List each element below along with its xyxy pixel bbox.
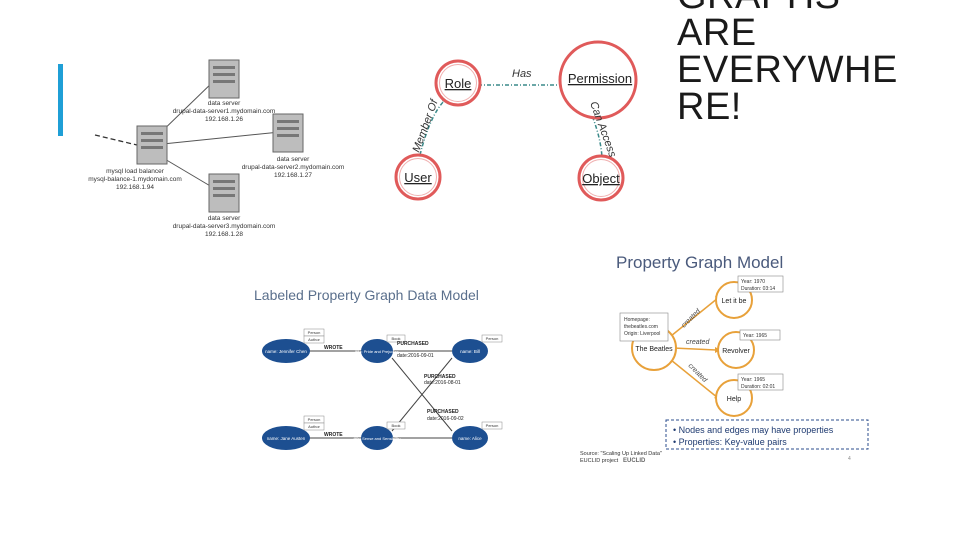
server-name: data server	[277, 156, 310, 163]
node-props: name: Bill	[460, 349, 480, 354]
song-prop: Year: 1965	[743, 333, 767, 339]
server-host: drupal-data-server2.mydomain.com	[242, 164, 345, 171]
song-prop: Duration: 02:01	[741, 384, 775, 390]
pgm-props-box: Homepage: thebeatles.com Origin: Liverpo…	[619, 312, 669, 342]
user-label: User	[404, 170, 432, 185]
lpg-node: title: Sense and Sensibility Book	[354, 421, 406, 450]
source-line: Source: "Scaling Up Linked Data"	[580, 451, 662, 457]
page-number: 4	[848, 456, 851, 462]
server-icon	[272, 113, 304, 153]
song-prop: Duration: 03:14	[741, 286, 775, 292]
object-label: Object	[582, 171, 620, 186]
edge-label: PURCHASED	[397, 341, 429, 347]
title-line: RE!	[677, 86, 742, 128]
props-line: Origin: Liverpool	[624, 331, 660, 337]
node-label: Author	[308, 424, 320, 429]
server-ip: 192.168.1.26	[205, 116, 243, 123]
node-label: Book	[391, 423, 400, 428]
network-diagram: data server drupal-data-server1.mydomain…	[88, 59, 345, 238]
balancer-name: mysql load balancer	[106, 168, 165, 175]
server-ip: 192.168.1.27	[274, 172, 312, 179]
balancer-ip: 192.168.1.94	[116, 184, 154, 191]
server-host: drupal-data-server3.mydomain.com	[173, 223, 276, 230]
node-props: name: Jennifer Chen	[265, 349, 307, 354]
node-label: Person	[308, 417, 321, 422]
center-node-label: The Beatles	[635, 346, 673, 353]
euclid-logo: EUCLID	[623, 458, 646, 464]
lpg-node: name: Jennifer Chen Person Author	[262, 328, 325, 363]
song-label: Let it be	[722, 298, 747, 305]
role-label: Role	[445, 76, 472, 91]
edge-member-of-label: Member Of	[411, 97, 441, 154]
edge-property: date:2016-08-01	[424, 380, 461, 386]
lpg-node: name: Jane Austen Person Author	[262, 415, 325, 450]
server-name: data server	[208, 100, 241, 107]
song-label: Revolver	[722, 348, 750, 355]
role-node: Role	[434, 59, 482, 107]
server-ip: 192.168.1.28	[205, 231, 243, 238]
legend-item: • Properties: Key-value pairs	[673, 437, 787, 447]
edge-property: date:2016-09-01	[397, 353, 434, 359]
song-prop: Year: 1970	[741, 279, 765, 285]
permission-label: Permission	[568, 71, 632, 86]
edge-created-label: created	[686, 339, 710, 346]
node-label: Book	[391, 336, 400, 341]
lpg-node: title: Pride and Prejudice Book	[355, 334, 406, 363]
edge-created-label: created	[680, 307, 702, 329]
song-prop: Year: 1965	[741, 377, 765, 383]
props-line: Homepage:	[624, 317, 650, 323]
object-node: Object	[577, 154, 625, 202]
server-name: data server	[208, 215, 241, 222]
edge-has-label: Has	[512, 68, 532, 80]
props-line: thebeatles.com	[624, 324, 658, 330]
server-icon	[136, 125, 168, 165]
pgm-legend: • Nodes and edges may have properties • …	[665, 419, 869, 450]
server-icon	[208, 173, 240, 213]
node-label: Person	[308, 330, 321, 335]
node-label: Author	[308, 337, 320, 342]
rbac-diagram: Role Permission User Object Has Member O…	[394, 40, 638, 202]
server-icon	[208, 59, 240, 99]
source-line: EUCLID project	[580, 458, 619, 464]
title-line: GRAPHS	[677, 0, 957, 15]
node-props: title: Sense and Sensibility	[354, 436, 401, 441]
lpg-diagram: Labeled Property Graph Data Model name: …	[254, 287, 503, 450]
lpg-node: name: Alice Person	[452, 421, 503, 450]
user-node: User	[394, 153, 442, 201]
pgm-diagram: Property Graph Model The Beatles Homepag…	[580, 253, 869, 464]
title-line: EVERYWHE	[677, 49, 898, 91]
pgm-song-node: Revolver Year: 1965	[717, 329, 781, 369]
server-host: drupal-data-server1.mydomain.com	[173, 108, 276, 115]
edge-label: WROTE	[324, 345, 343, 351]
node-label: Person	[486, 423, 499, 428]
permission-node: Permission	[558, 40, 638, 120]
accent-bar	[58, 64, 63, 136]
lpg-node: name: Bill Person	[452, 334, 503, 363]
legend-item: • Nodes and edges may have properties	[673, 425, 834, 435]
edge-label: PURCHASED	[427, 409, 459, 415]
balancer-host: mysql-balance-1.mydomain.com	[88, 176, 182, 183]
title-line: ARE	[677, 12, 757, 54]
node-props: name: Alice	[458, 436, 482, 441]
node-props: name: Jane Austen	[267, 436, 306, 441]
pgm-song-node: Let it be Year: 1970 Duration: 03:14	[715, 275, 784, 319]
pgm-title: Property Graph Model	[616, 253, 783, 272]
pgm-song-node: Help Year: 1965 Duration: 02:01	[715, 373, 784, 417]
node-props: title: Pride and Prejudice	[355, 349, 399, 354]
slide-title: GRAPHS ARE EVERYWHE RE!	[677, 0, 957, 126]
song-label: Help	[727, 396, 742, 403]
edge-label: WROTE	[324, 432, 343, 438]
edge-property: date:2016-09-02	[427, 416, 464, 422]
node-label: Person	[486, 336, 499, 341]
lpg-title: Labeled Property Graph Data Model	[254, 287, 479, 303]
edge-label: PURCHASED	[424, 374, 456, 380]
